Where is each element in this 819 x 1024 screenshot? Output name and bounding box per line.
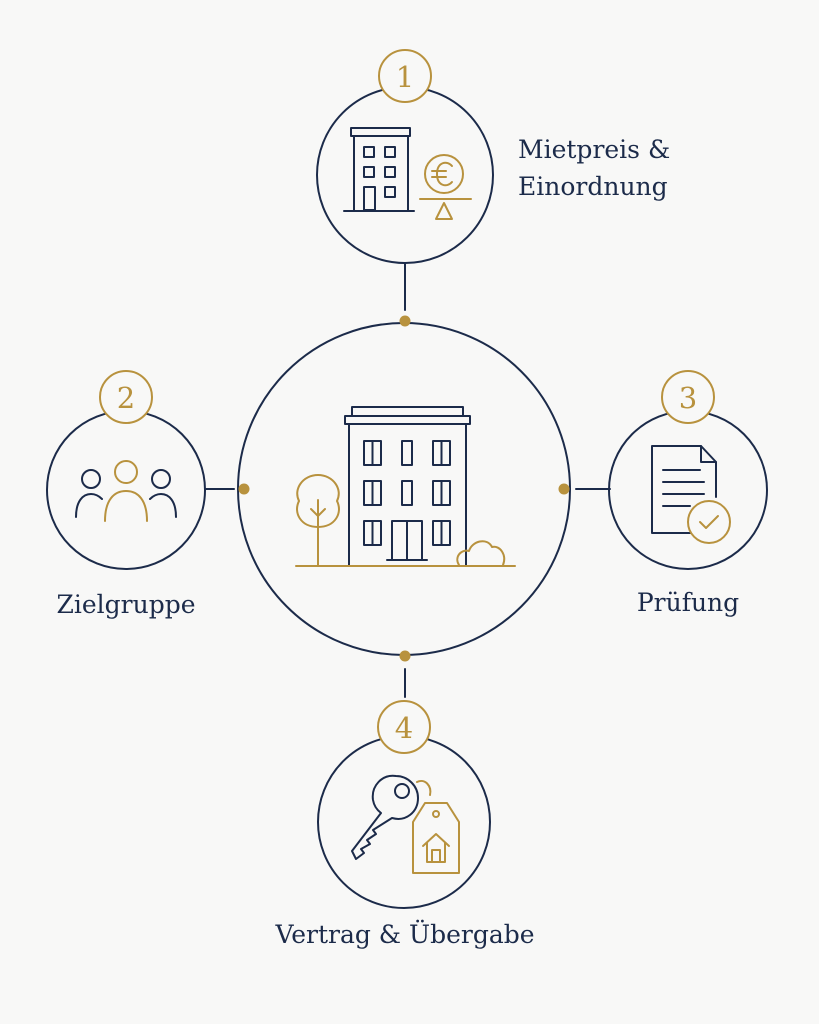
people-group-icon bbox=[75, 460, 177, 522]
step-4-badge bbox=[377, 700, 431, 754]
step-3-badge bbox=[661, 370, 715, 424]
step-3-number: 3 bbox=[679, 381, 697, 415]
center-circle bbox=[237, 322, 571, 656]
building-with-euro-scale-icon bbox=[343, 127, 472, 220]
step-2-label: Zielgruppe bbox=[56, 590, 196, 619]
apartment-building-with-trees-icon bbox=[295, 406, 516, 567]
step-4-label: Vertrag & Übergabe bbox=[275, 920, 535, 949]
document-check-icon bbox=[651, 445, 731, 544]
step-2-number: 2 bbox=[117, 381, 135, 415]
step-3-label: Prüfung bbox=[636, 588, 740, 617]
step-1-number: 1 bbox=[396, 60, 414, 94]
connector-dots bbox=[238, 315, 570, 662]
step-1-circle bbox=[316, 86, 494, 264]
connector-lines bbox=[204, 263, 611, 698]
key-with-house-tag-icon bbox=[351, 774, 460, 874]
step-1-label-line1: Mietpreis & bbox=[518, 135, 671, 164]
step-1-label-line2: Einordnung bbox=[518, 172, 668, 201]
step-4-circle bbox=[317, 735, 491, 909]
step-2-badge bbox=[99, 370, 153, 424]
step-3-circle bbox=[608, 410, 768, 570]
step-4-number: 4 bbox=[395, 711, 413, 745]
step-1-badge bbox=[378, 49, 432, 103]
